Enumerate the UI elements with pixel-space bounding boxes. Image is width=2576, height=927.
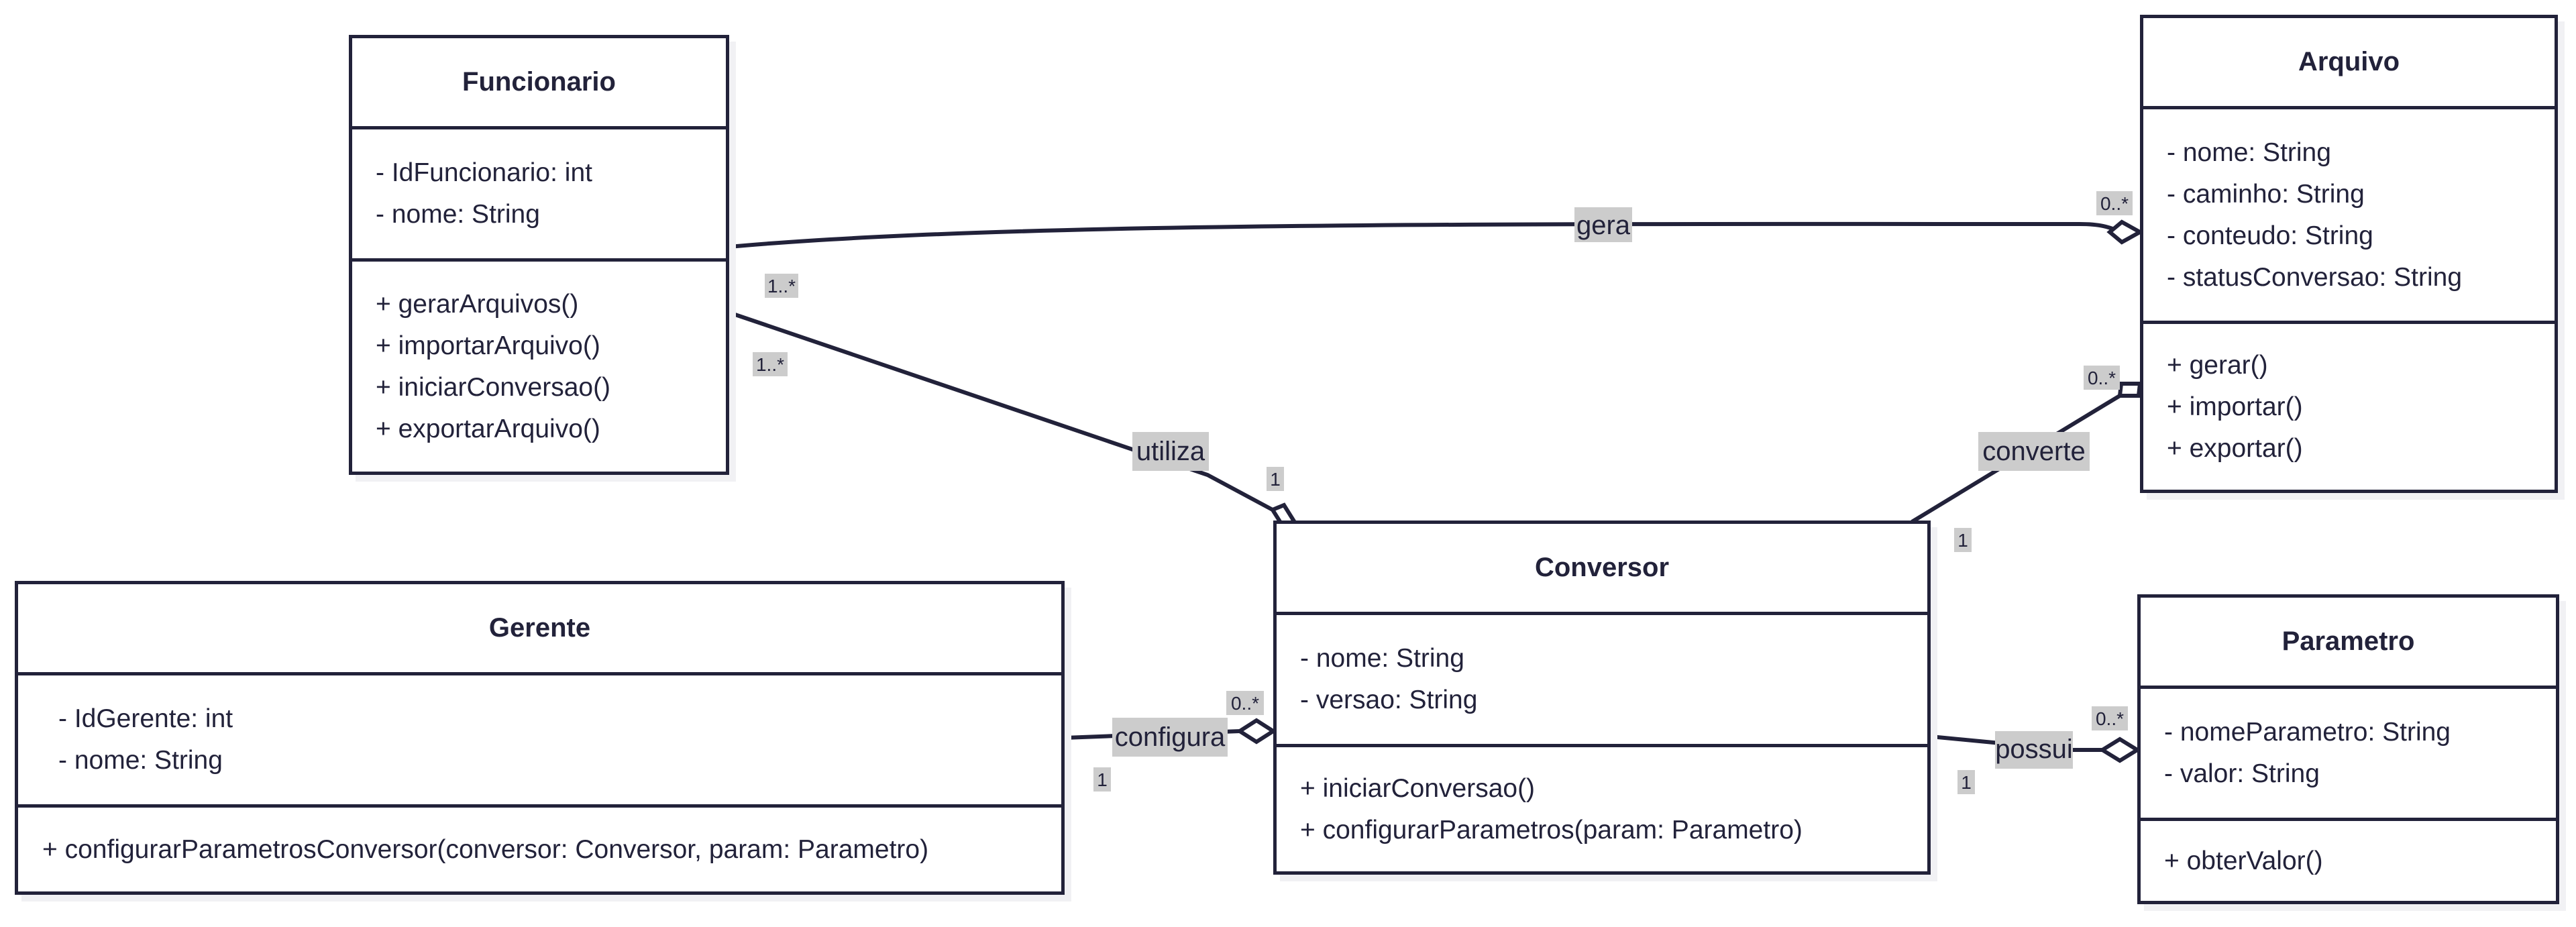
attribute: - IdFuncionario: int (376, 158, 592, 187)
class-conversor[interactable]: Conversor - nome: String - versao: Strin… (1273, 521, 1931, 875)
edge-gera (729, 221, 2123, 249)
method: + exportar() (2167, 433, 2303, 463)
methods-section: + configurarParametrosConversor(converso… (18, 808, 1061, 891)
label-gera: gera (1576, 211, 1631, 240)
method: + importar() (2167, 392, 2303, 421)
mult-bg-gera-target (2096, 191, 2133, 215)
attribute: - nome: String (58, 746, 223, 775)
mult-gera-source: 1..* (767, 276, 796, 296)
label-utiliza: utiliza (1136, 437, 1205, 466)
mult-bg-converte-source (1954, 528, 1972, 552)
class-name: Gerente (18, 584, 1061, 675)
label-bg-possui (1995, 731, 2073, 769)
mult-bg-utiliza-source (753, 352, 788, 376)
mult-gera-target: 0..* (2100, 193, 2129, 214)
method: + iniciarConversao() (1300, 773, 1536, 803)
mult-bg-utiliza-target (1267, 467, 1284, 491)
label-bg-configura (1112, 718, 1228, 757)
label-configura: configura (1115, 722, 1226, 752)
methods-section: + obterValor() (2141, 821, 2556, 901)
attribute: - IdGerente: int (58, 704, 233, 733)
attributes-section: - IdGerente: int - nome: String (18, 675, 1061, 808)
methods-section: + gerarArquivos() + importarArquivo() + … (352, 262, 726, 472)
method: + iniciarConversao() (376, 372, 611, 402)
mult-bg-possui-target (2092, 706, 2128, 730)
attributes-section: - nome: String - caminho: String - conte… (2143, 109, 2555, 324)
attributes-section: - IdFuncionario: int - nome: String (352, 129, 726, 262)
mult-configura-source: 1 (1097, 769, 1108, 790)
label-bg-gera (1574, 207, 1632, 242)
attributes-section: - nomeParametro: String - valor: String (2141, 689, 2556, 821)
method: + gerarArquivos() (376, 289, 579, 319)
class-name: Arquivo (2143, 18, 2555, 109)
methods-section: + gerar() + importar() + exportar() (2143, 324, 2555, 490)
class-gerente[interactable]: Gerente - IdGerente: int - nome: String … (15, 581, 1065, 895)
mult-possui-source: 1 (1961, 772, 1972, 793)
mult-converte-source: 1 (1957, 530, 1968, 551)
class-arquivo[interactable]: Arquivo - nome: String - caminho: String… (2140, 15, 2558, 493)
class-name: Funcionario (352, 38, 726, 129)
class-parametro[interactable]: Parametro - nomeParametro: String - valo… (2137, 594, 2559, 904)
attribute: - versao: String (1300, 686, 1478, 714)
diamond-gera (2106, 219, 2145, 245)
label-possui: possui (1995, 734, 2073, 764)
diamond-configura (1236, 718, 1277, 745)
class-name: Conversor (1277, 524, 1927, 615)
mult-bg-configura-target (1226, 691, 1264, 715)
mult-bg-converte-target (2084, 366, 2120, 390)
mult-possui-target: 0..* (2096, 708, 2124, 729)
class-funcionario[interactable]: Funcionario - IdFuncionario: int - nome:… (349, 35, 729, 475)
mult-configura-target: 0..* (1231, 693, 1259, 714)
mult-bg-possui-source (1957, 770, 1975, 794)
label-converte: converte (1982, 437, 2085, 466)
method: + configurarParametros(param: Parametro) (1300, 815, 1803, 844)
attribute: - nome: String (1300, 644, 1464, 673)
attribute: - caminho: String (2167, 179, 2365, 209)
edge-utiliza (729, 311, 1274, 512)
mult-bg-configura-source (1093, 767, 1111, 792)
mult-utiliza-source: 1..* (756, 354, 784, 375)
method: + obterValor() (2164, 846, 2323, 875)
attribute: - conteudo: String (2167, 221, 2373, 250)
class-name: Parametro (2141, 598, 2556, 689)
method: + exportarArquivo() (376, 414, 600, 443)
diamond-possui (2098, 737, 2141, 763)
methods-section: + iniciarConversao() + configurarParamet… (1277, 747, 1927, 871)
edge-converte (1911, 394, 2121, 524)
label-bg-utiliza (1132, 432, 1209, 471)
attribute: - nome: String (376, 200, 540, 229)
diamond-converte (2117, 382, 2143, 398)
attribute: - valor: String (2164, 759, 2320, 788)
attribute: - statusConversao: String (2167, 262, 2463, 292)
attribute: - nomeParametro: String (2164, 718, 2451, 747)
attribute: - nome: String (2167, 138, 2331, 167)
attributes-section: - nome: String - versao: String (1277, 615, 1927, 747)
method: + configurarParametrosConversor(converso… (42, 834, 929, 864)
mult-utiliza-target: 1 (1270, 469, 1281, 490)
method: + gerar() (2167, 350, 2268, 380)
mult-converte-target: 0..* (2088, 368, 2116, 388)
method: + importarArquivo() (376, 331, 600, 360)
label-bg-converte (1978, 432, 2090, 471)
mult-bg-gera-source (765, 274, 798, 298)
